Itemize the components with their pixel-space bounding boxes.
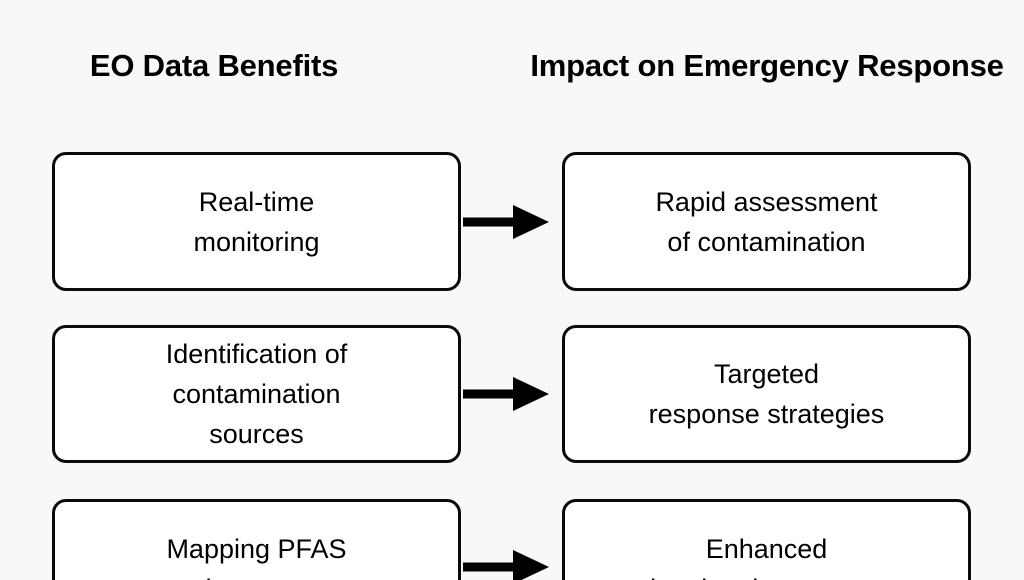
column-heading-right: Impact on Emergency Response [530,48,1004,83]
column-heading-left: EO Data Benefits [89,48,339,83]
benefit-box-identification-of-sources: Identification of contamination sources [52,325,461,463]
benefit-box-real-time-monitoring-label: Real-time monitoring [193,186,320,257]
benefit-box-mapping-pfas-label: Mapping PFAS hotspots [166,533,347,580]
benefit-box-identification-of-sources-label: Identification of contamination sources [165,339,348,449]
impact-box-enhanced-situational-awareness-label: Enhanced situational awareness [637,533,897,580]
arrow-right-icon-row-2 [463,375,549,413]
arrow-right-icon-row-3 [463,548,549,580]
benefit-box-mapping-pfas: Mapping PFAS hotspots [52,499,461,580]
impact-box-targeted-response-label: Targeted response strategies [648,359,885,429]
impact-box-rapid-assessment: Rapid assessment of contamination [562,152,971,291]
impact-box-enhanced-situational-awareness: Enhanced situational awareness [562,499,971,580]
benefit-box-real-time-monitoring: Real-time monitoring [52,152,461,291]
impact-box-targeted-response: Targeted response strategies [562,325,971,463]
impact-box-rapid-assessment-label: Rapid assessment of contamination [655,186,878,257]
arrow-right-icon-row-1 [463,203,549,241]
